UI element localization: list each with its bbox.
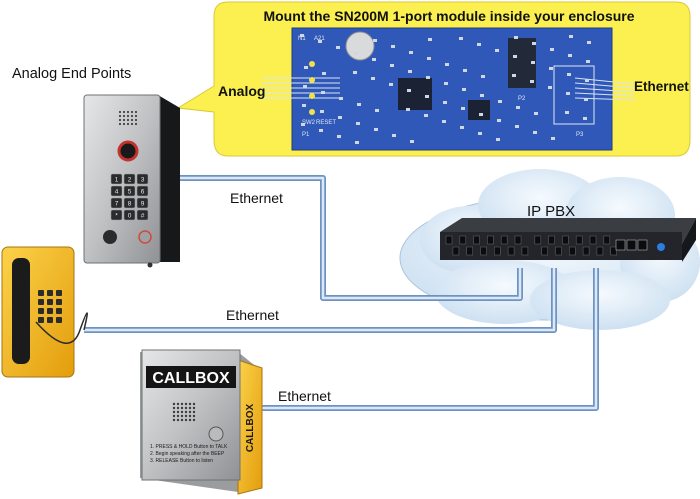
- board-silkscreen-label: N1: [298, 36, 306, 42]
- sn200m-board: [291, 27, 613, 151]
- callout-title: Mount the SN200M 1-port module inside yo…: [263, 8, 635, 24]
- handset-icon: [12, 258, 30, 364]
- callbox-instruction: 2. Begin speaking after the BEEP: [150, 451, 225, 457]
- keypad-key: [110, 173, 123, 185]
- keypad-key: [110, 197, 123, 209]
- ip-pbx-label: IP PBX: [527, 203, 576, 220]
- intercom-endpoint: 1 2 3 4 5 6 7 8 9 * 0 #: [83, 94, 180, 268]
- keypad-key-label: 2: [128, 177, 132, 184]
- keypad-key-label: 3: [141, 177, 145, 184]
- keypad-key-label: 8: [128, 201, 132, 208]
- keypad-key: [136, 209, 149, 221]
- keypad-key: [123, 209, 136, 221]
- module-callout: [176, 1, 691, 157]
- ethernet-link-label-3: Ethernet: [278, 388, 331, 404]
- callbox-endpoint: [140, 349, 263, 495]
- keypad-key-label: #: [141, 213, 145, 220]
- board-silkscreen-label: RESET: [316, 120, 336, 126]
- keypad-key-label: 7: [115, 201, 119, 208]
- board-silkscreen-label: A21: [314, 36, 325, 42]
- ethernet-link-label-2: Ethernet: [226, 307, 279, 323]
- board-silkscreen-label: P1: [302, 132, 310, 138]
- keypad-key: [136, 197, 149, 209]
- keypad-key: [123, 197, 136, 209]
- board-silkscreen-label: P2: [518, 96, 526, 102]
- pbx-power-icon: [657, 243, 665, 251]
- keypad-key-label: 9: [141, 201, 145, 208]
- keypad-key-label: 5: [128, 189, 132, 196]
- camera-icon: [117, 140, 139, 162]
- ethernet-cables: [84, 175, 599, 411]
- keypad-key-label: 0: [128, 213, 132, 220]
- keypad-key-label: *: [115, 213, 118, 220]
- analog-label: Analog: [218, 83, 266, 99]
- keypad-key-label: 4: [115, 189, 119, 196]
- keypad-key: [110, 185, 123, 197]
- sos-button: [103, 230, 117, 244]
- call-button: [138, 230, 152, 244]
- ip-pbx-switch: [440, 218, 696, 262]
- keypad-key: [123, 185, 136, 197]
- keypad-key-label: 6: [141, 189, 145, 196]
- speaker-grille: [118, 110, 138, 126]
- callbox-instruction: 1. PRESS & HOLD Button to TALK: [150, 444, 228, 450]
- battery-icon: [345, 31, 375, 61]
- board-silkscreen-label: P3: [576, 132, 584, 138]
- callbox-sign-text: CALLBOX: [152, 370, 230, 387]
- talk-button: [208, 426, 224, 442]
- endpoints-heading: Analog End Points: [12, 66, 132, 82]
- board-silkscreen-label: SW2: [302, 120, 316, 126]
- ethernet-link-label-1: Ethernet: [230, 190, 283, 206]
- keypad-key: [123, 173, 136, 185]
- keypad-key: [110, 209, 123, 221]
- callbox-sign: [146, 366, 236, 388]
- callbox-side-sign-text: CALLBOX: [245, 404, 256, 453]
- yellow-telephone-endpoint: [1, 246, 88, 378]
- callbox-instruction: 3. RELEASE Button to listen: [150, 458, 213, 464]
- module-ethernet-label: Ethernet: [634, 79, 689, 94]
- keypad-key: [136, 173, 149, 185]
- callbox-speaker: [172, 402, 196, 422]
- keypad-key-label: 1: [115, 177, 119, 184]
- keypad-key: [136, 185, 149, 197]
- keypad: 1 2 3 4 5 6 7 8 9 * 0 #: [110, 173, 149, 221]
